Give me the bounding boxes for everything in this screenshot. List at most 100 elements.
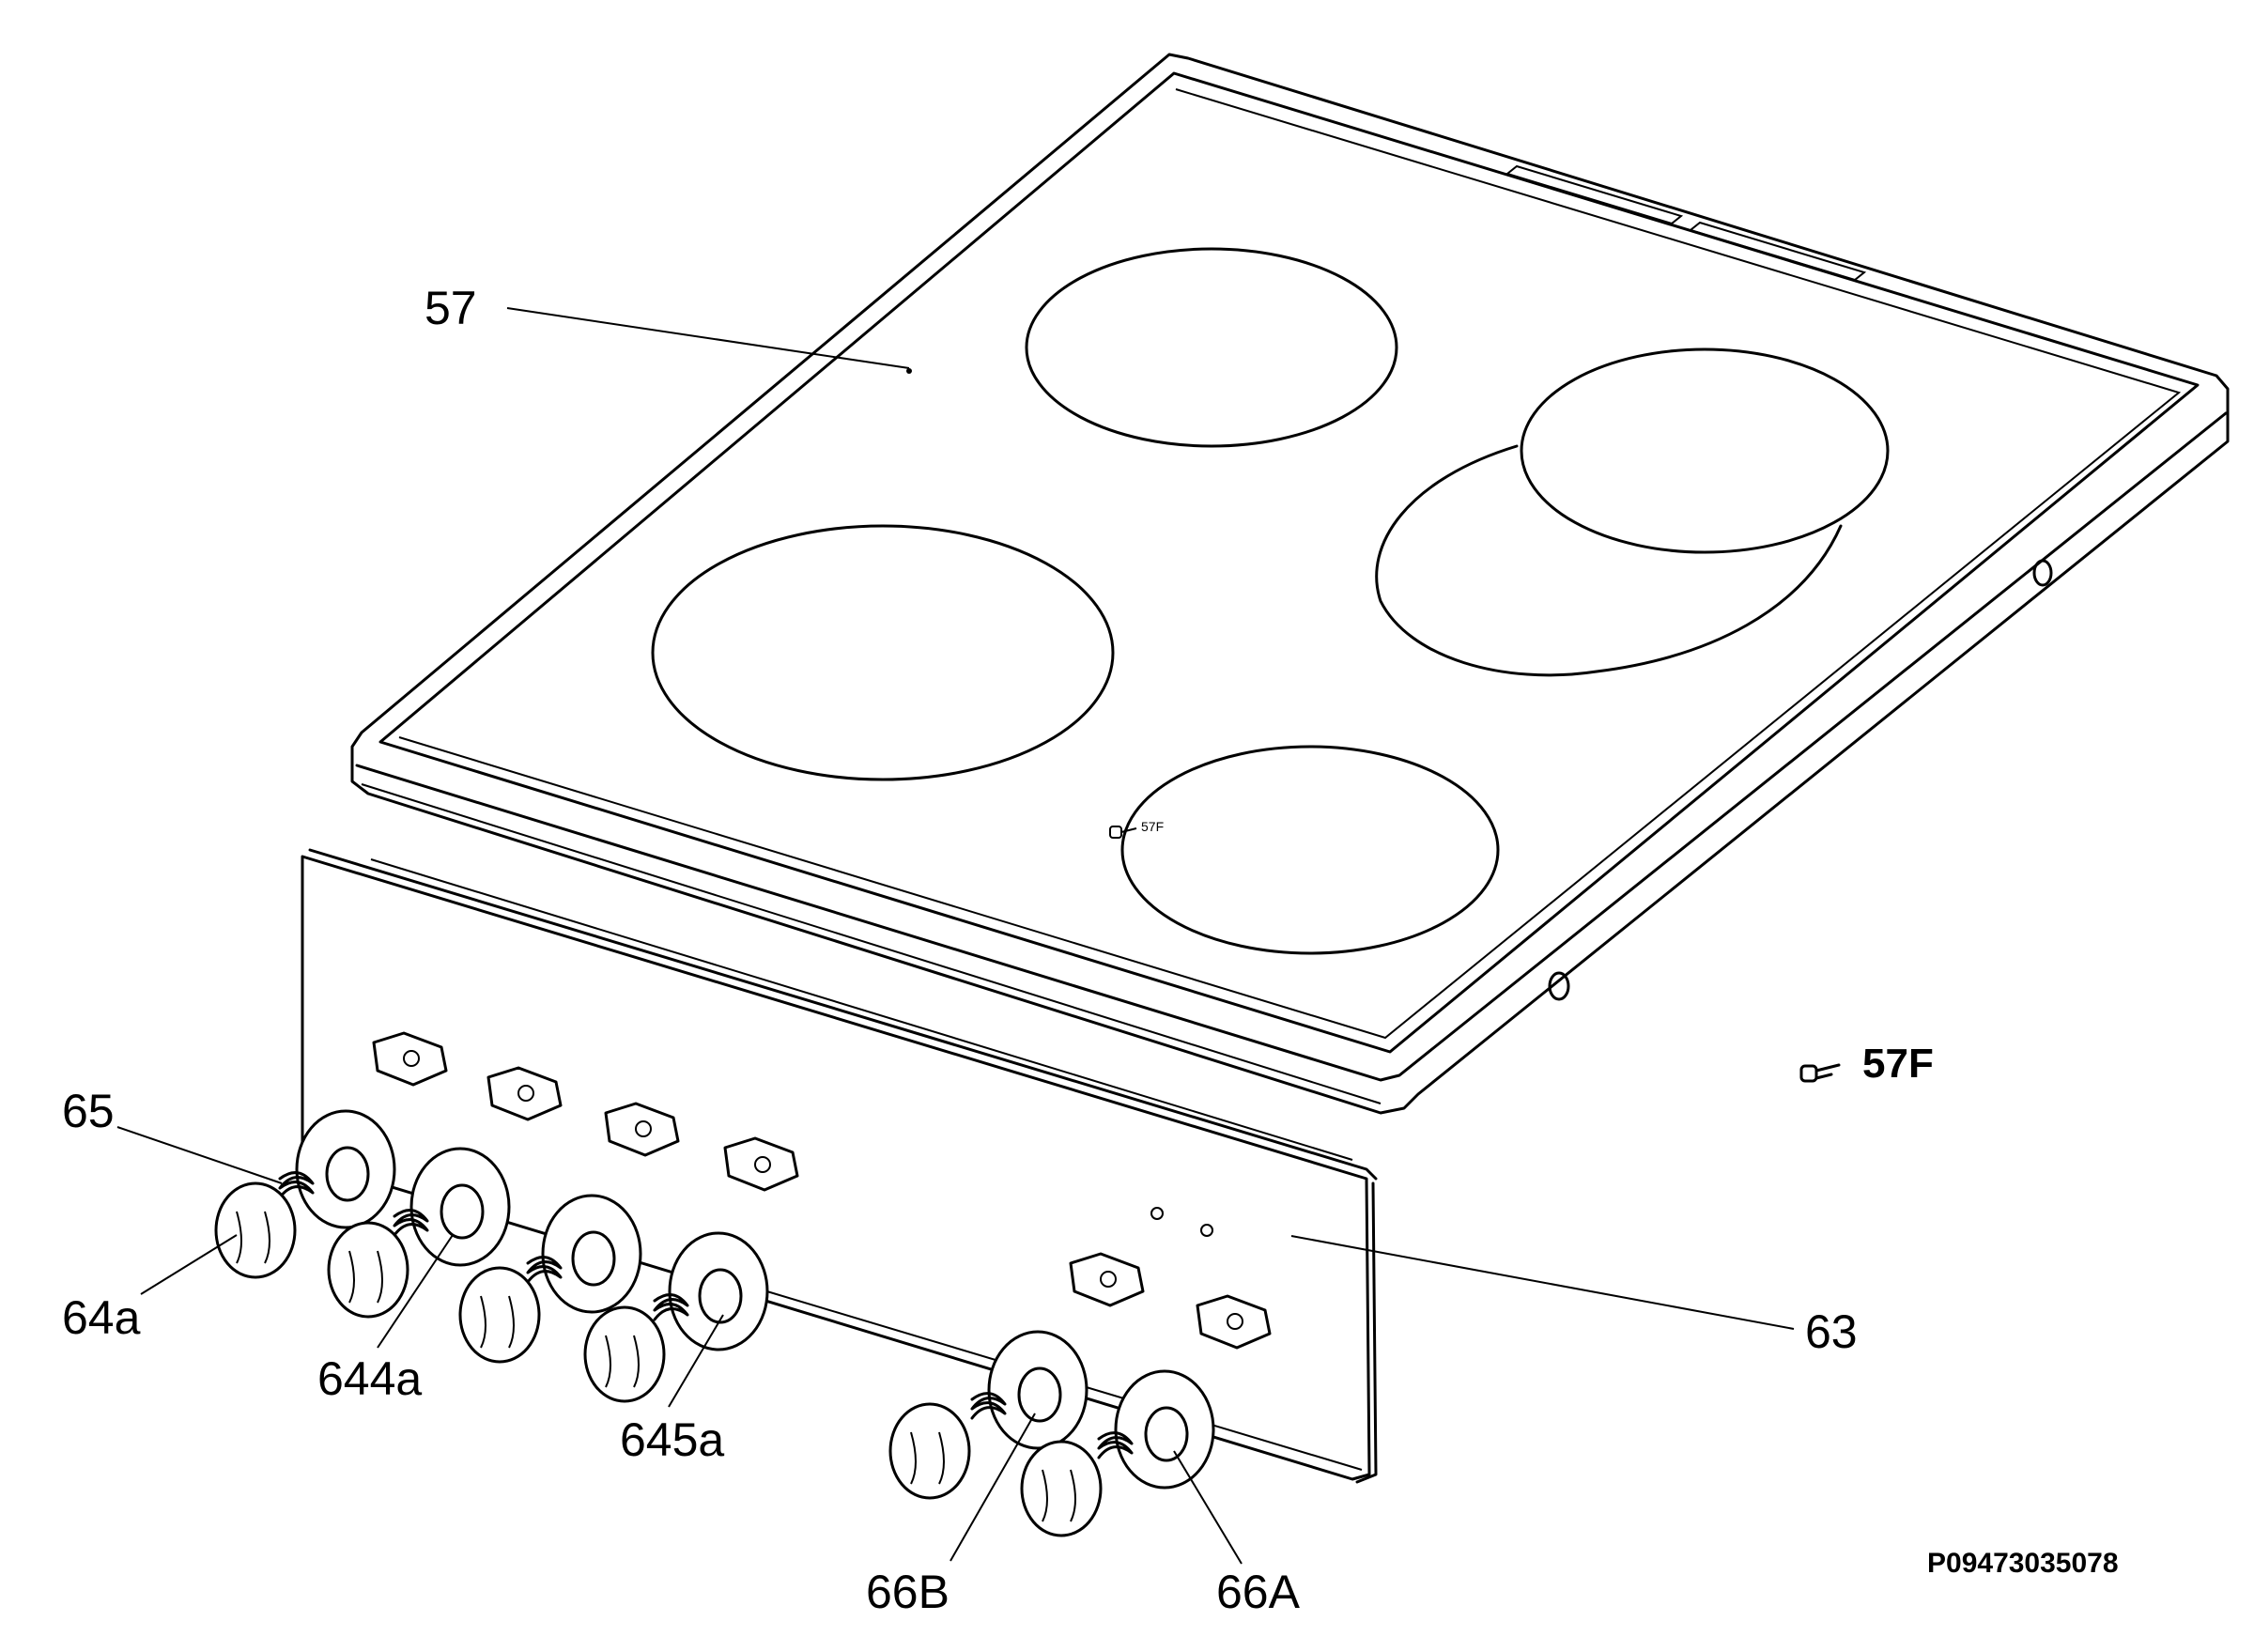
knob [888,1402,971,1500]
hole [403,1050,420,1067]
bezel-inner [440,1183,485,1240]
fixing-legend-tail-2 [1814,1073,1833,1080]
knob [214,1181,297,1279]
spring [526,1256,563,1284]
control-panel-body [301,855,1371,1481]
label-66a: 66A [1216,1566,1301,1618]
control-panel [301,848,1378,1484]
cooking-zone-rear-right-extended [1375,444,1843,677]
leader-644a [377,1234,454,1349]
fixing-legend-label: 57F [1862,1041,1934,1087]
fixing-legend-tail [1814,1063,1841,1073]
hob-side-screw-bottom [1548,971,1570,1001]
drawing-number: P09473035078 [1927,1548,2119,1579]
fixing-legend-icon [1799,1064,1818,1083]
label-66b: 66B [866,1566,949,1618]
bezel [409,1147,511,1267]
fixing-marker-small: 57F [1109,819,1164,839]
leader-66a [1173,1450,1243,1565]
cooking-zone-rear-right-inner [1520,347,1890,554]
leader-57 [506,307,910,369]
knob-assembly-645a [583,1231,769,1403]
label-65: 65 [62,1085,115,1137]
hole-plate [604,1102,680,1157]
leader-645a [668,1314,724,1408]
fixing-legend: 57F [1799,1041,1934,1087]
hob-vent-right [1688,221,1867,282]
knob-grip [348,1250,383,1304]
hole [517,1085,534,1102]
knob [583,1305,666,1403]
knob-assembly-64a [214,1109,396,1279]
control-panel-right-edge [1355,1181,1378,1484]
label-644a: 644a [317,1352,422,1405]
hole-plate [372,1031,448,1087]
hob-top [350,53,2230,1115]
bezel-inner [1144,1406,1189,1462]
knob [458,1266,541,1364]
cooking-zone-front-left [651,524,1115,781]
leader-65 [116,1126,283,1184]
spring [278,1171,315,1199]
knob-grip [480,1295,515,1349]
hob-glass-inner-bevel [398,88,2182,1040]
indicator-hole [1200,1224,1213,1237]
hole [1227,1313,1243,1330]
spring [970,1392,1007,1420]
leader-57-dot [906,368,912,374]
leader-63 [1290,1235,1795,1330]
knob-grip [1042,1469,1076,1522]
label-63: 63 [1805,1305,1858,1358]
label-64a: 64a [62,1291,141,1344]
hob-glass-surface [378,71,2200,1054]
part-labels: 57 65 64a 644a 645a 63 66B 66A [62,282,1858,1618]
spring [1097,1431,1134,1459]
hob-frame-outer [350,53,2230,1115]
control-panel-inner-edge [370,858,1353,1161]
hob-side-screw-top [2032,559,2053,587]
knob [327,1221,409,1319]
control-panel-top-edge [308,848,1378,1181]
bezel [541,1194,642,1314]
knob-assembly-66a [1020,1369,1215,1537]
spring [393,1209,429,1237]
leader-64a [140,1234,238,1295]
knob-assembly-66b [888,1330,1088,1500]
fixing-symbol-tail [1120,827,1137,833]
fixing-label-small: 57F [1141,819,1164,834]
leader-lines [116,307,1795,1565]
knob-grip [236,1211,270,1264]
knob-grip [910,1431,945,1485]
hole [1100,1271,1117,1288]
hole-plate [486,1066,563,1121]
knob-assemblies [214,1109,1215,1537]
label-645a: 645a [620,1413,724,1466]
hole-plate [1069,1252,1145,1307]
hole [754,1156,771,1173]
leader-66b [949,1413,1036,1562]
bezel-inner [698,1268,743,1324]
bezel [668,1231,769,1351]
knob-assembly-644a [327,1147,511,1319]
hob-vent-left [1505,164,1684,225]
bezel [987,1330,1088,1450]
bezel-inner [325,1146,370,1202]
hole [635,1120,652,1137]
bezel [1114,1369,1215,1490]
bezel-inner [1017,1366,1062,1423]
bezel [295,1109,396,1229]
knob [1020,1440,1103,1537]
hole-plate [723,1136,799,1192]
spring [653,1293,689,1321]
cooking-zone-front-right [1120,745,1500,955]
hob-frame-front-edge [355,411,2228,1082]
indicator-hole [1150,1207,1164,1220]
panel-hole-plates [372,1031,1272,1350]
knob-grip [605,1335,640,1388]
hob-frame-front-edge-lower [361,783,1382,1104]
cooking-zone-rear-left [1025,247,1398,448]
knob-assembly-3 [458,1194,642,1364]
hole-plate [1196,1294,1272,1350]
bezel-inner [571,1230,616,1287]
